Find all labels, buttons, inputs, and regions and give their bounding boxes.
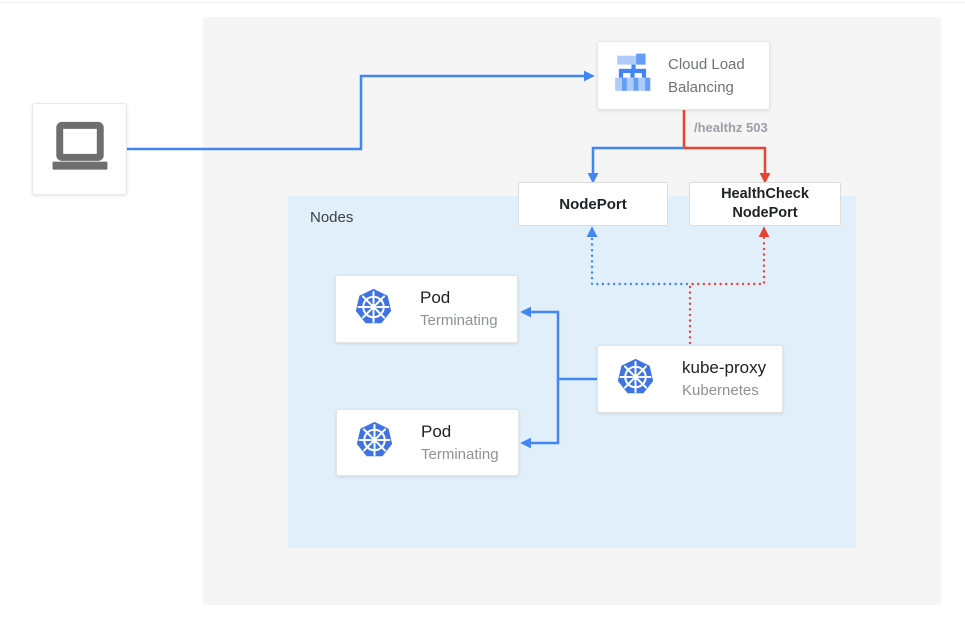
laptop-icon <box>48 119 112 180</box>
kube-proxy-subtitle: Kubernetes <box>682 382 759 399</box>
nodes-panel-label: Nodes <box>310 209 354 226</box>
pod-title: Pod <box>420 288 451 307</box>
kubernetes-icon <box>353 286 394 333</box>
healthcheck-label-line1: HealthCheck <box>721 186 809 202</box>
pod-status: Terminating <box>420 312 498 329</box>
healthcheck-label-line2: NodePort <box>732 205 798 221</box>
kube-proxy-title: kube-proxy <box>682 358 767 377</box>
pod-node-2: Pod Terminating <box>336 409 519 476</box>
client-laptop-node <box>32 103 127 195</box>
cloud-load-balancing-node: Cloud Load Balancing <box>597 41 770 110</box>
kubernetes-icon <box>615 356 656 403</box>
cloud-load-balancing-icon <box>611 53 655 98</box>
healthcheck-nodeport-node: HealthCheck NodePort <box>689 182 841 226</box>
kubernetes-icon <box>354 419 395 466</box>
healthz-status-label: /healthz 503 <box>694 120 768 135</box>
nodeport-node: NodePort <box>518 182 668 226</box>
nodeport-label: NodePort <box>559 195 627 213</box>
pod-node-1: Pod Terminating <box>335 275 518 343</box>
pod-title: Pod <box>421 421 452 441</box>
pod-status: Terminating <box>421 445 499 463</box>
kube-proxy-node: kube-proxy Kubernetes <box>597 345 783 413</box>
cloud-lb-label: Cloud Load Balancing <box>668 55 745 96</box>
page-top-rule <box>0 2 965 3</box>
